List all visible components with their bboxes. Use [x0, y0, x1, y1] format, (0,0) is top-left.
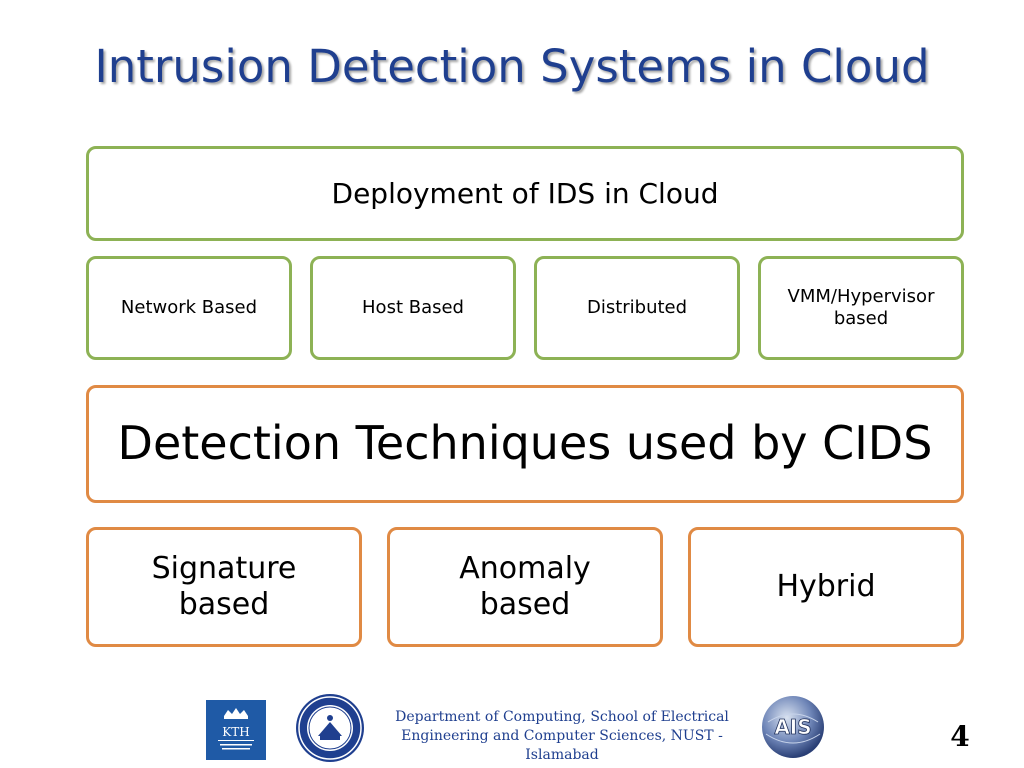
footer: KTH Department of Computing, School of E…: [0, 690, 1024, 768]
technique-item-label: Anomaly based: [459, 551, 591, 622]
technique-item-signature: Signature based: [86, 527, 362, 647]
technique-item-hybrid: Hybrid: [688, 527, 964, 647]
slide-title: Intrusion Detection Systems in Cloud: [94, 40, 930, 93]
deployment-item-network: Network Based: [86, 256, 292, 360]
technique-item-label: Signature based: [151, 551, 297, 622]
techniques-heading-box: Detection Techniques used by CIDS: [86, 385, 964, 503]
deployment-heading-box: Deployment of IDS in Cloud: [86, 146, 964, 241]
kth-logo: KTH: [206, 700, 266, 760]
deployment-item-hypervisor: VMM/Hypervisor based: [758, 256, 964, 360]
ais-logo: AIS: [760, 694, 826, 760]
technique-item-label: Hybrid: [776, 569, 876, 604]
deployment-heading: Deployment of IDS in Cloud: [331, 177, 719, 210]
page-number: 4: [950, 720, 970, 753]
svg-text:KTH: KTH: [222, 725, 249, 739]
deployment-item-distributed: Distributed: [534, 256, 740, 360]
svg-text:AIS: AIS: [774, 715, 811, 739]
deployment-item-host: Host Based: [310, 256, 516, 360]
department-text: Department of Computing, School of Elect…: [395, 709, 729, 763]
deployment-item-label: Host Based: [362, 297, 464, 319]
deployment-item-label: VMM/Hypervisor based: [787, 286, 935, 329]
techniques-heading: Detection Techniques used by CIDS: [117, 416, 933, 471]
technique-item-anomaly: Anomaly based: [387, 527, 663, 647]
deployment-item-label: Distributed: [586, 297, 688, 319]
deployment-item-label: Network Based: [120, 297, 258, 319]
nust-logo: [294, 692, 366, 764]
